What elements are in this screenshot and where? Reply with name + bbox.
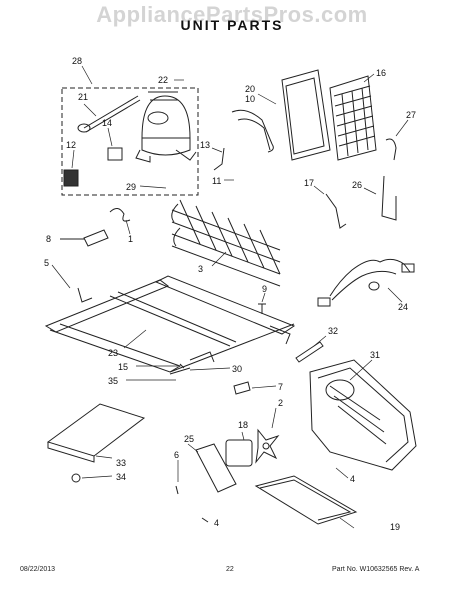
callout-29: 29: [126, 182, 136, 192]
drier: [60, 229, 109, 247]
callout-31: 31: [370, 350, 380, 360]
start-relay: [107, 147, 123, 161]
wire-harness: [317, 258, 415, 307]
washer-34: [71, 473, 81, 483]
tube-26: [381, 175, 397, 221]
tube-27: [385, 138, 397, 161]
watermark: AppliancePartsPros.com: [96, 2, 368, 27]
callout-10: 10: [245, 94, 255, 104]
part-7: [233, 381, 251, 395]
callout-11: 11: [212, 176, 221, 186]
callout-2: 2: [278, 398, 283, 408]
callout-19: 19: [390, 522, 400, 532]
screw-6: [175, 485, 179, 495]
pad-33: [46, 403, 146, 463]
callout-4-b: 4: [214, 518, 219, 528]
compressor-group-box: [61, 87, 199, 196]
callout-24: 24: [398, 302, 408, 312]
callout-14: 14: [102, 118, 112, 128]
callout-20: 20: [245, 84, 255, 94]
callout-23: 23: [108, 348, 118, 358]
compressor: [135, 91, 197, 163]
callout-27: 27: [406, 110, 416, 120]
footer-part-number: Part No. W10632565 Rev. A: [332, 566, 420, 573]
callout-7: 7: [278, 382, 283, 392]
callout-6: 6: [174, 450, 179, 460]
footer-page: 22: [226, 566, 234, 573]
callout-18: 18: [238, 420, 248, 430]
callout-32: 32: [328, 326, 338, 336]
callout-26: 26: [352, 180, 362, 190]
screw-15: [179, 363, 185, 369]
callout-34: 34: [116, 472, 126, 482]
callout-33: 33: [116, 458, 126, 468]
drain-pan: [254, 475, 358, 525]
callout-13: 13: [200, 140, 210, 150]
capacitor: [63, 169, 79, 187]
callout-30: 30: [232, 364, 242, 374]
callout-35: 35: [108, 376, 118, 386]
callout-21: 21: [78, 92, 88, 102]
tube-1: [109, 208, 131, 222]
screw-9: [258, 303, 266, 314]
callout-16: 16: [376, 68, 386, 78]
callout-12: 12: [66, 140, 76, 150]
relay-cord: [77, 95, 141, 133]
tube-17: [325, 193, 347, 229]
callout-3: 3: [198, 264, 203, 274]
screw-4b: [201, 517, 209, 523]
rod-32: [295, 341, 324, 363]
callout-17: 17: [304, 178, 314, 188]
base-frame: [44, 275, 296, 373]
condenser-coil: [171, 199, 281, 287]
callout-4-a: 4: [350, 474, 355, 484]
tube-13: [213, 147, 225, 171]
callout-25: 25: [184, 434, 194, 444]
evaporator: [329, 75, 377, 161]
callout-5: 5: [44, 258, 49, 268]
callout-8: 8: [46, 234, 51, 244]
page-title: UNIT PARTS: [180, 17, 284, 33]
callout-22: 22: [158, 75, 168, 85]
condenser: [231, 69, 331, 161]
part-30: [169, 367, 191, 375]
footer-date: 08/22/2013: [20, 566, 56, 573]
fan-shroud: [309, 359, 417, 471]
callout-1: 1: [128, 234, 133, 244]
callout-15: 15: [118, 362, 128, 372]
motor-bracket: [195, 443, 237, 493]
callout-9: 9: [262, 284, 267, 294]
fan-motor: [225, 428, 280, 467]
callout-28: 28: [72, 56, 82, 66]
